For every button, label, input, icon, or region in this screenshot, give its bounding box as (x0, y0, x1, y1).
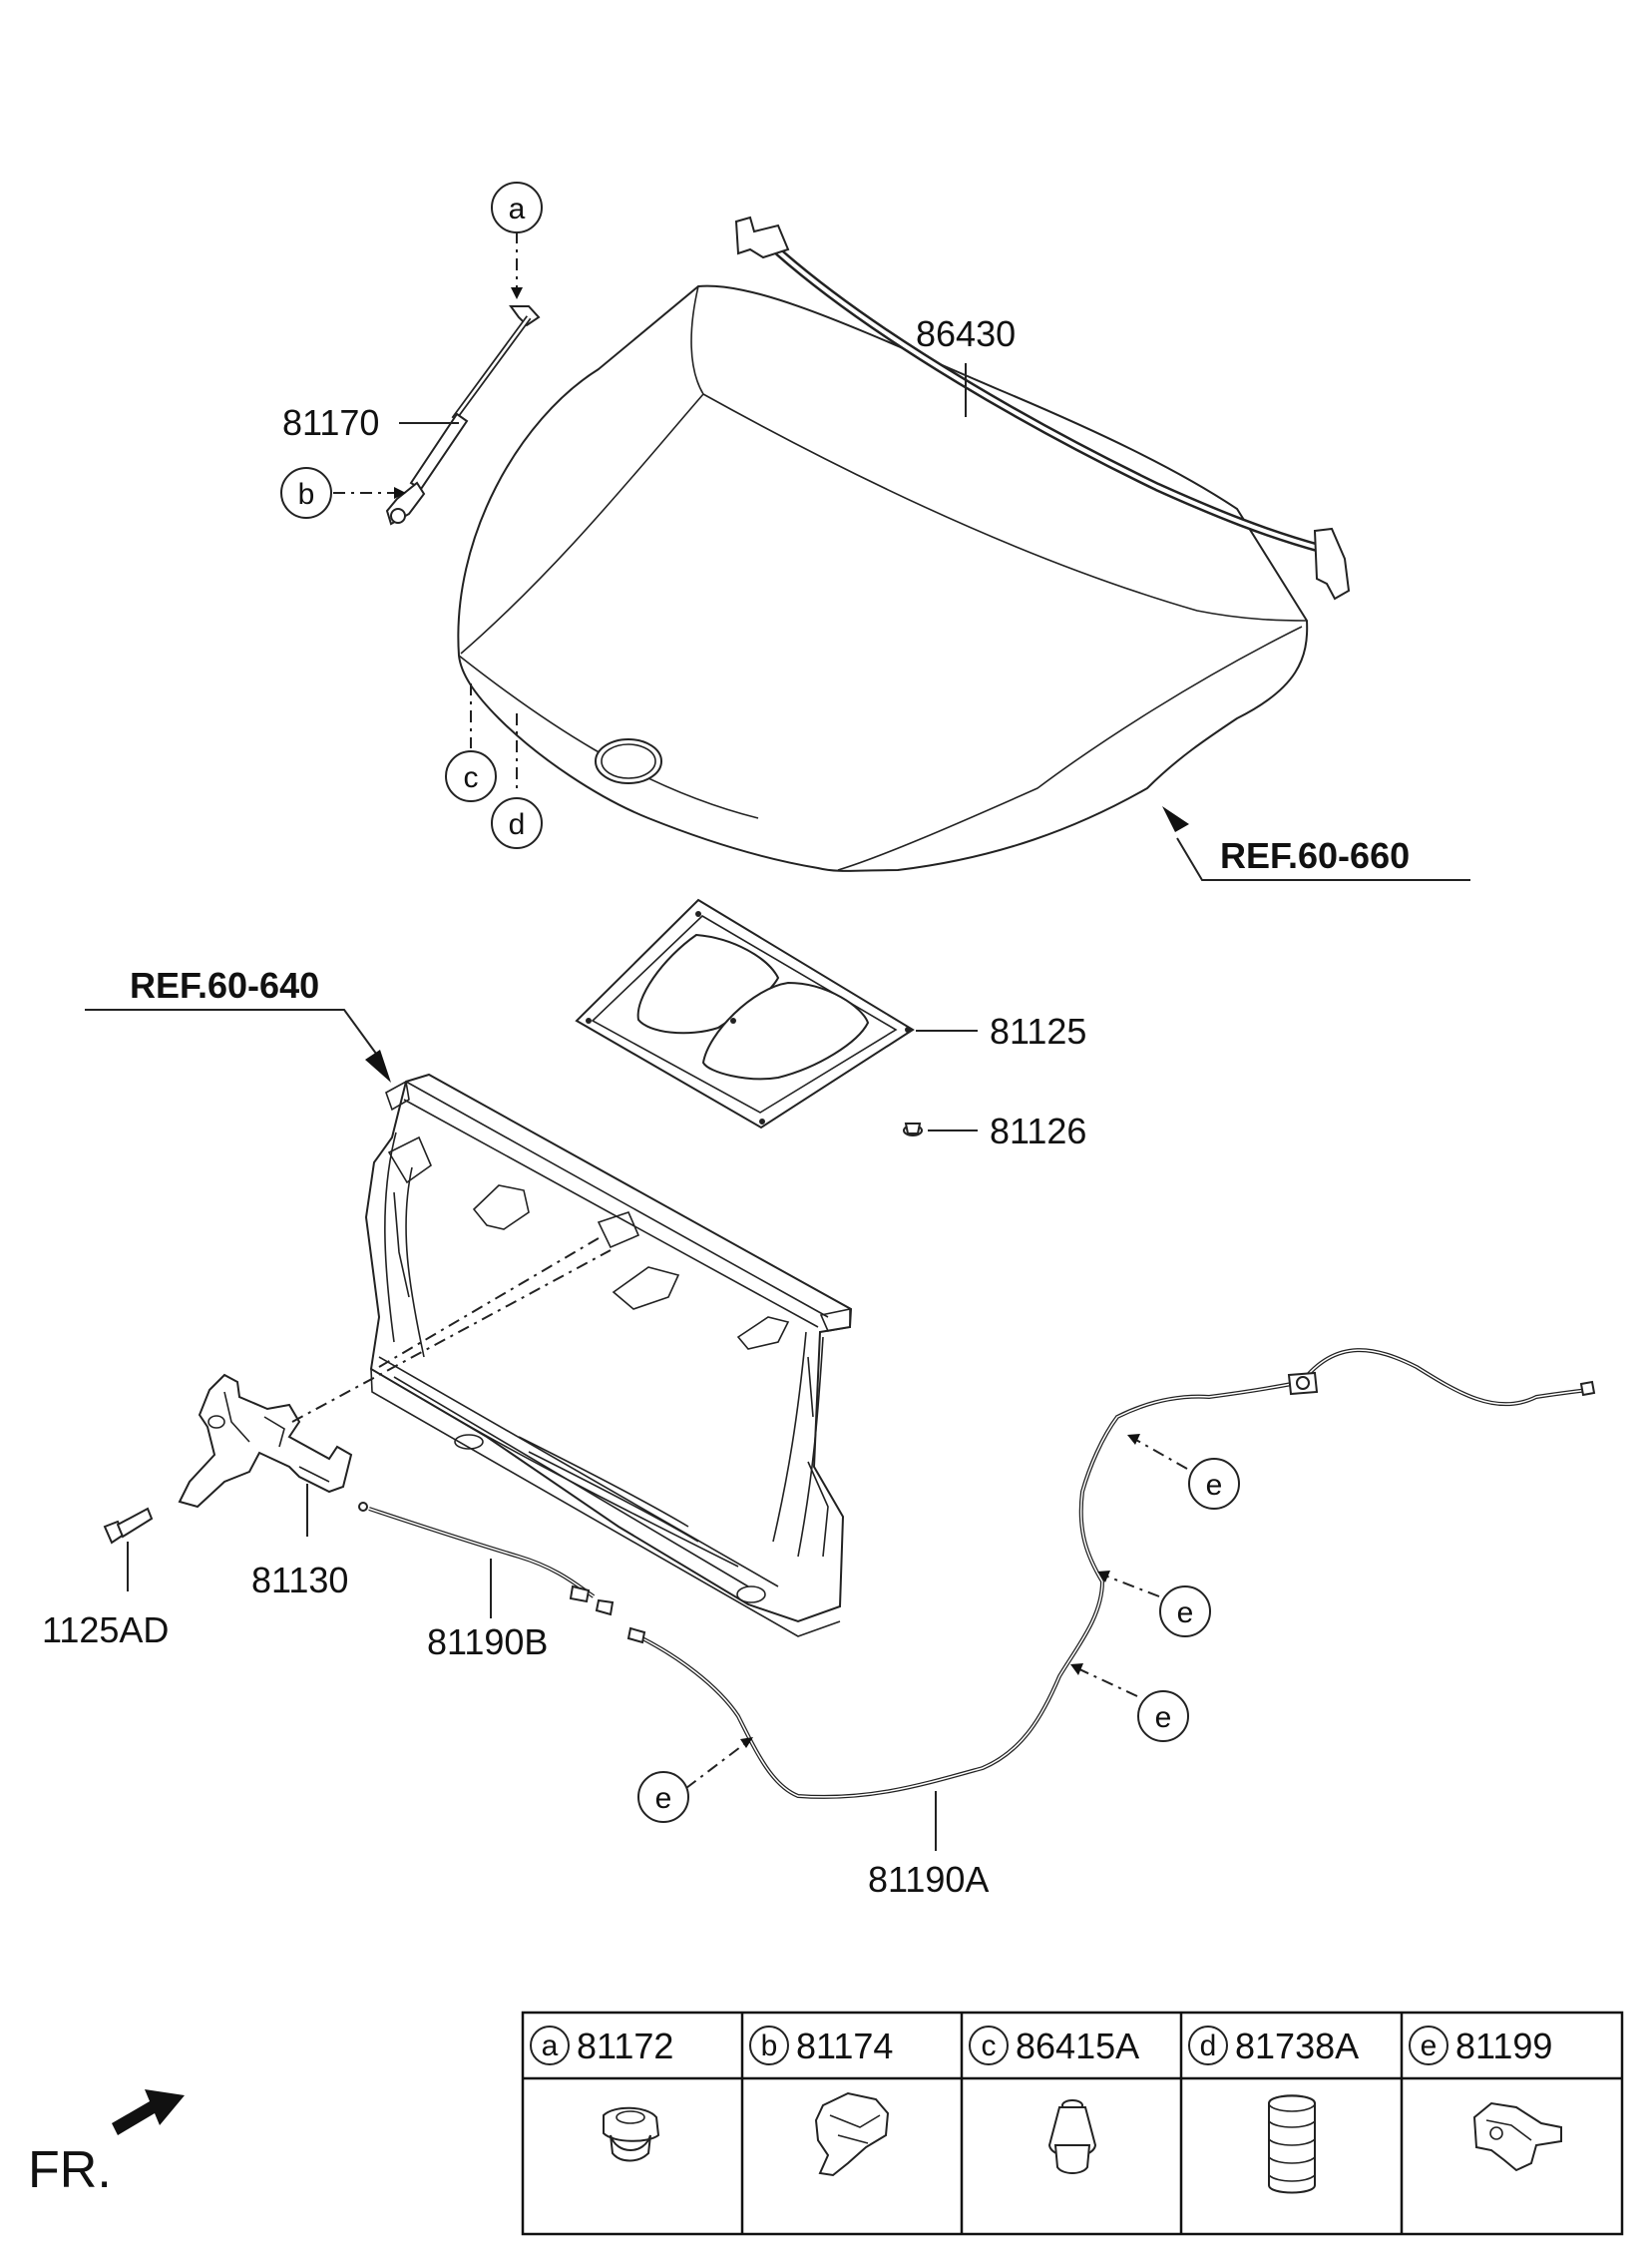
legend-cell-b[interactable]: b 81174 (749, 2026, 893, 2066)
latch-mounting-bolt[interactable] (103, 1507, 154, 1545)
svg-text:FR.: FR. (28, 2141, 112, 2199)
svg-text:81174: 81174 (796, 2026, 893, 2066)
cable-clip-icon (1472, 2101, 1562, 2172)
callout-b: b (280, 467, 332, 519)
svg-text:c: c (464, 761, 479, 794)
label-81125[interactable]: 81125 (990, 1011, 1086, 1052)
legend-cell-d[interactable]: d 81738A (1188, 2026, 1359, 2066)
ref-60-640[interactable]: REF.60-640 (130, 965, 319, 1006)
callout-e-4: e (637, 1771, 689, 1823)
callout-e-2: e (1159, 1585, 1211, 1637)
release-cable-b[interactable] (358, 1502, 615, 1616)
insulator-clip[interactable] (903, 1123, 923, 1136)
ref-60-660[interactable]: REF.60-660 (1220, 835, 1410, 876)
svg-text:e: e (1421, 2030, 1438, 2062)
svg-text:b: b (298, 478, 315, 511)
callout-e-3: e (1137, 1690, 1189, 1742)
svg-text:81738A: 81738A (1235, 2026, 1359, 2066)
rubber-stopper-icon (1047, 2099, 1097, 2174)
hood-weatherstrip[interactable] (734, 216, 1351, 601)
legend-cell-e[interactable]: e 81199 (1409, 2026, 1552, 2066)
grommet-clip-icon (603, 2106, 660, 2162)
parts-legend-table (521, 2011, 1624, 2236)
legend-cell-c[interactable]: c 86415A (969, 2026, 1139, 2066)
callout-e-1: e (1188, 1458, 1240, 1510)
svg-text:b: b (761, 2030, 778, 2062)
callout-c: c (445, 750, 497, 802)
overslam-bumper-icon (1268, 2094, 1316, 2194)
callout-d: d (491, 797, 543, 849)
label-1125ad[interactable]: 1125AD (42, 1609, 169, 1650)
hood-latch[interactable] (178, 1373, 353, 1509)
svg-text:81199: 81199 (1455, 2026, 1552, 2066)
front-arrow-icon (112, 2089, 185, 2135)
dashed-guides (291, 231, 1188, 1789)
front-end-module-carrier[interactable] (364, 1073, 853, 1637)
hood-insulator-pad[interactable] (575, 898, 915, 1129)
label-86430[interactable]: 86430 (916, 313, 1016, 354)
label-81190a[interactable]: 81190A (868, 1859, 989, 1900)
label-81130[interactable]: 81130 (251, 1560, 348, 1600)
legend-cell-a[interactable]: a 81172 (530, 2026, 673, 2066)
hood-stay[interactable] (385, 305, 541, 526)
label-81126[interactable]: 81126 (990, 1111, 1086, 1151)
svg-text:e: e (655, 1782, 672, 1815)
hood-panel[interactable] (457, 284, 1309, 872)
label-81190b[interactable]: 81190B (427, 1621, 548, 1662)
svg-text:e: e (1177, 1596, 1194, 1629)
svg-text:a: a (509, 193, 526, 226)
svg-text:a: a (542, 2030, 559, 2062)
svg-text:c: c (982, 2030, 997, 2062)
release-cable-a[interactable] (626, 1348, 1596, 1799)
svg-text:e: e (1206, 1469, 1223, 1502)
svg-text:86415A: 86415A (1016, 2026, 1139, 2066)
leader-lines (85, 363, 1470, 1851)
svg-text:d: d (509, 808, 526, 841)
stay-holder-clip-icon (814, 2091, 890, 2177)
svg-text:d: d (1200, 2030, 1217, 2062)
svg-text:81172: 81172 (577, 2026, 673, 2066)
svg-text:e: e (1155, 1701, 1172, 1734)
label-81170[interactable]: 81170 (282, 402, 379, 443)
front-direction-marker: FR. (28, 2089, 185, 2199)
callout-a: a (491, 182, 543, 233)
